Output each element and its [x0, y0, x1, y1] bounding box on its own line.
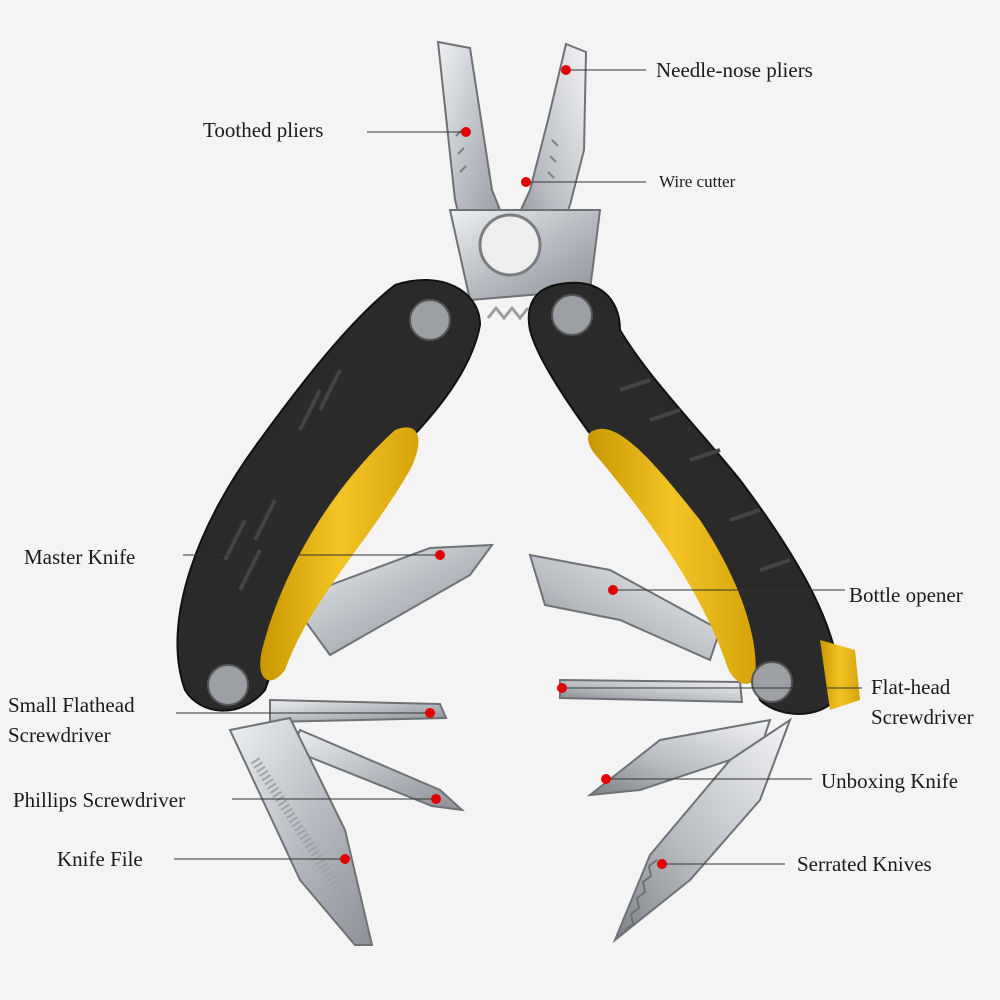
- leader-lines: [174, 69, 862, 865]
- marker-toothed: [461, 127, 471, 137]
- unboxing-knife: [586, 718, 772, 797]
- label-knife-file: Knife File: [57, 847, 143, 871]
- marker-unboxing: [601, 774, 611, 784]
- marker-knife-file: [340, 854, 350, 864]
- label-master-knife: Master Knife: [24, 545, 136, 569]
- label-small-flathead-line-1: Small Flathead: [8, 693, 135, 717]
- label-flat-head-screwdriver: Flat-head Screwdriver: [871, 672, 974, 732]
- label-toothed-pliers: Toothed pliers: [203, 118, 324, 142]
- marker-master-knife: [435, 550, 445, 560]
- marker-bottle-opener: [608, 585, 618, 595]
- label-small-flathead-screwdriver: Small Flathead Screwdriver: [8, 690, 135, 750]
- marker-serrated: [657, 859, 667, 869]
- label-flat-head-line-1: Flat-head: [871, 675, 951, 699]
- right-handle-top-screw: [551, 294, 593, 336]
- left-handle-top-screw: [409, 299, 451, 341]
- label-needle-nose-pliers: Needle-nose pliers: [656, 58, 813, 82]
- master-knife-blade: [288, 543, 495, 657]
- serrated-knife: [612, 717, 793, 944]
- bottle-opener: [528, 553, 722, 662]
- right-handle: [527, 281, 860, 715]
- label-serrated-knives: Serrated Knives: [797, 852, 932, 876]
- left-handle: [176, 279, 482, 712]
- small-flathead-screwdriver: [269, 698, 448, 724]
- label-flat-head-line-2: Screwdriver: [871, 705, 974, 729]
- label-unboxing-knife: Unboxing Knife: [821, 769, 959, 793]
- marker-needle-nose: [561, 65, 571, 75]
- marker-small-flathead: [425, 708, 435, 718]
- label-wire-cutter: Wire cutter: [659, 172, 736, 191]
- label-bottle-opener: Bottle opener: [849, 583, 963, 607]
- spring-coil: [486, 305, 530, 321]
- knife-file: [228, 716, 374, 946]
- label-phillips-screwdriver: Phillips Screwdriver: [13, 788, 186, 812]
- marker-phillips: [431, 794, 441, 804]
- left-handle-bottom-screw: [207, 664, 249, 706]
- marker-wire-cutter: [521, 177, 531, 187]
- label-small-flathead-line-2: Screwdriver: [8, 723, 111, 747]
- marker-flat-head: [557, 683, 567, 693]
- marker-dots: [340, 65, 667, 869]
- right-handle-bottom-screw: [751, 661, 793, 703]
- flat-head-screwdriver: [559, 678, 744, 704]
